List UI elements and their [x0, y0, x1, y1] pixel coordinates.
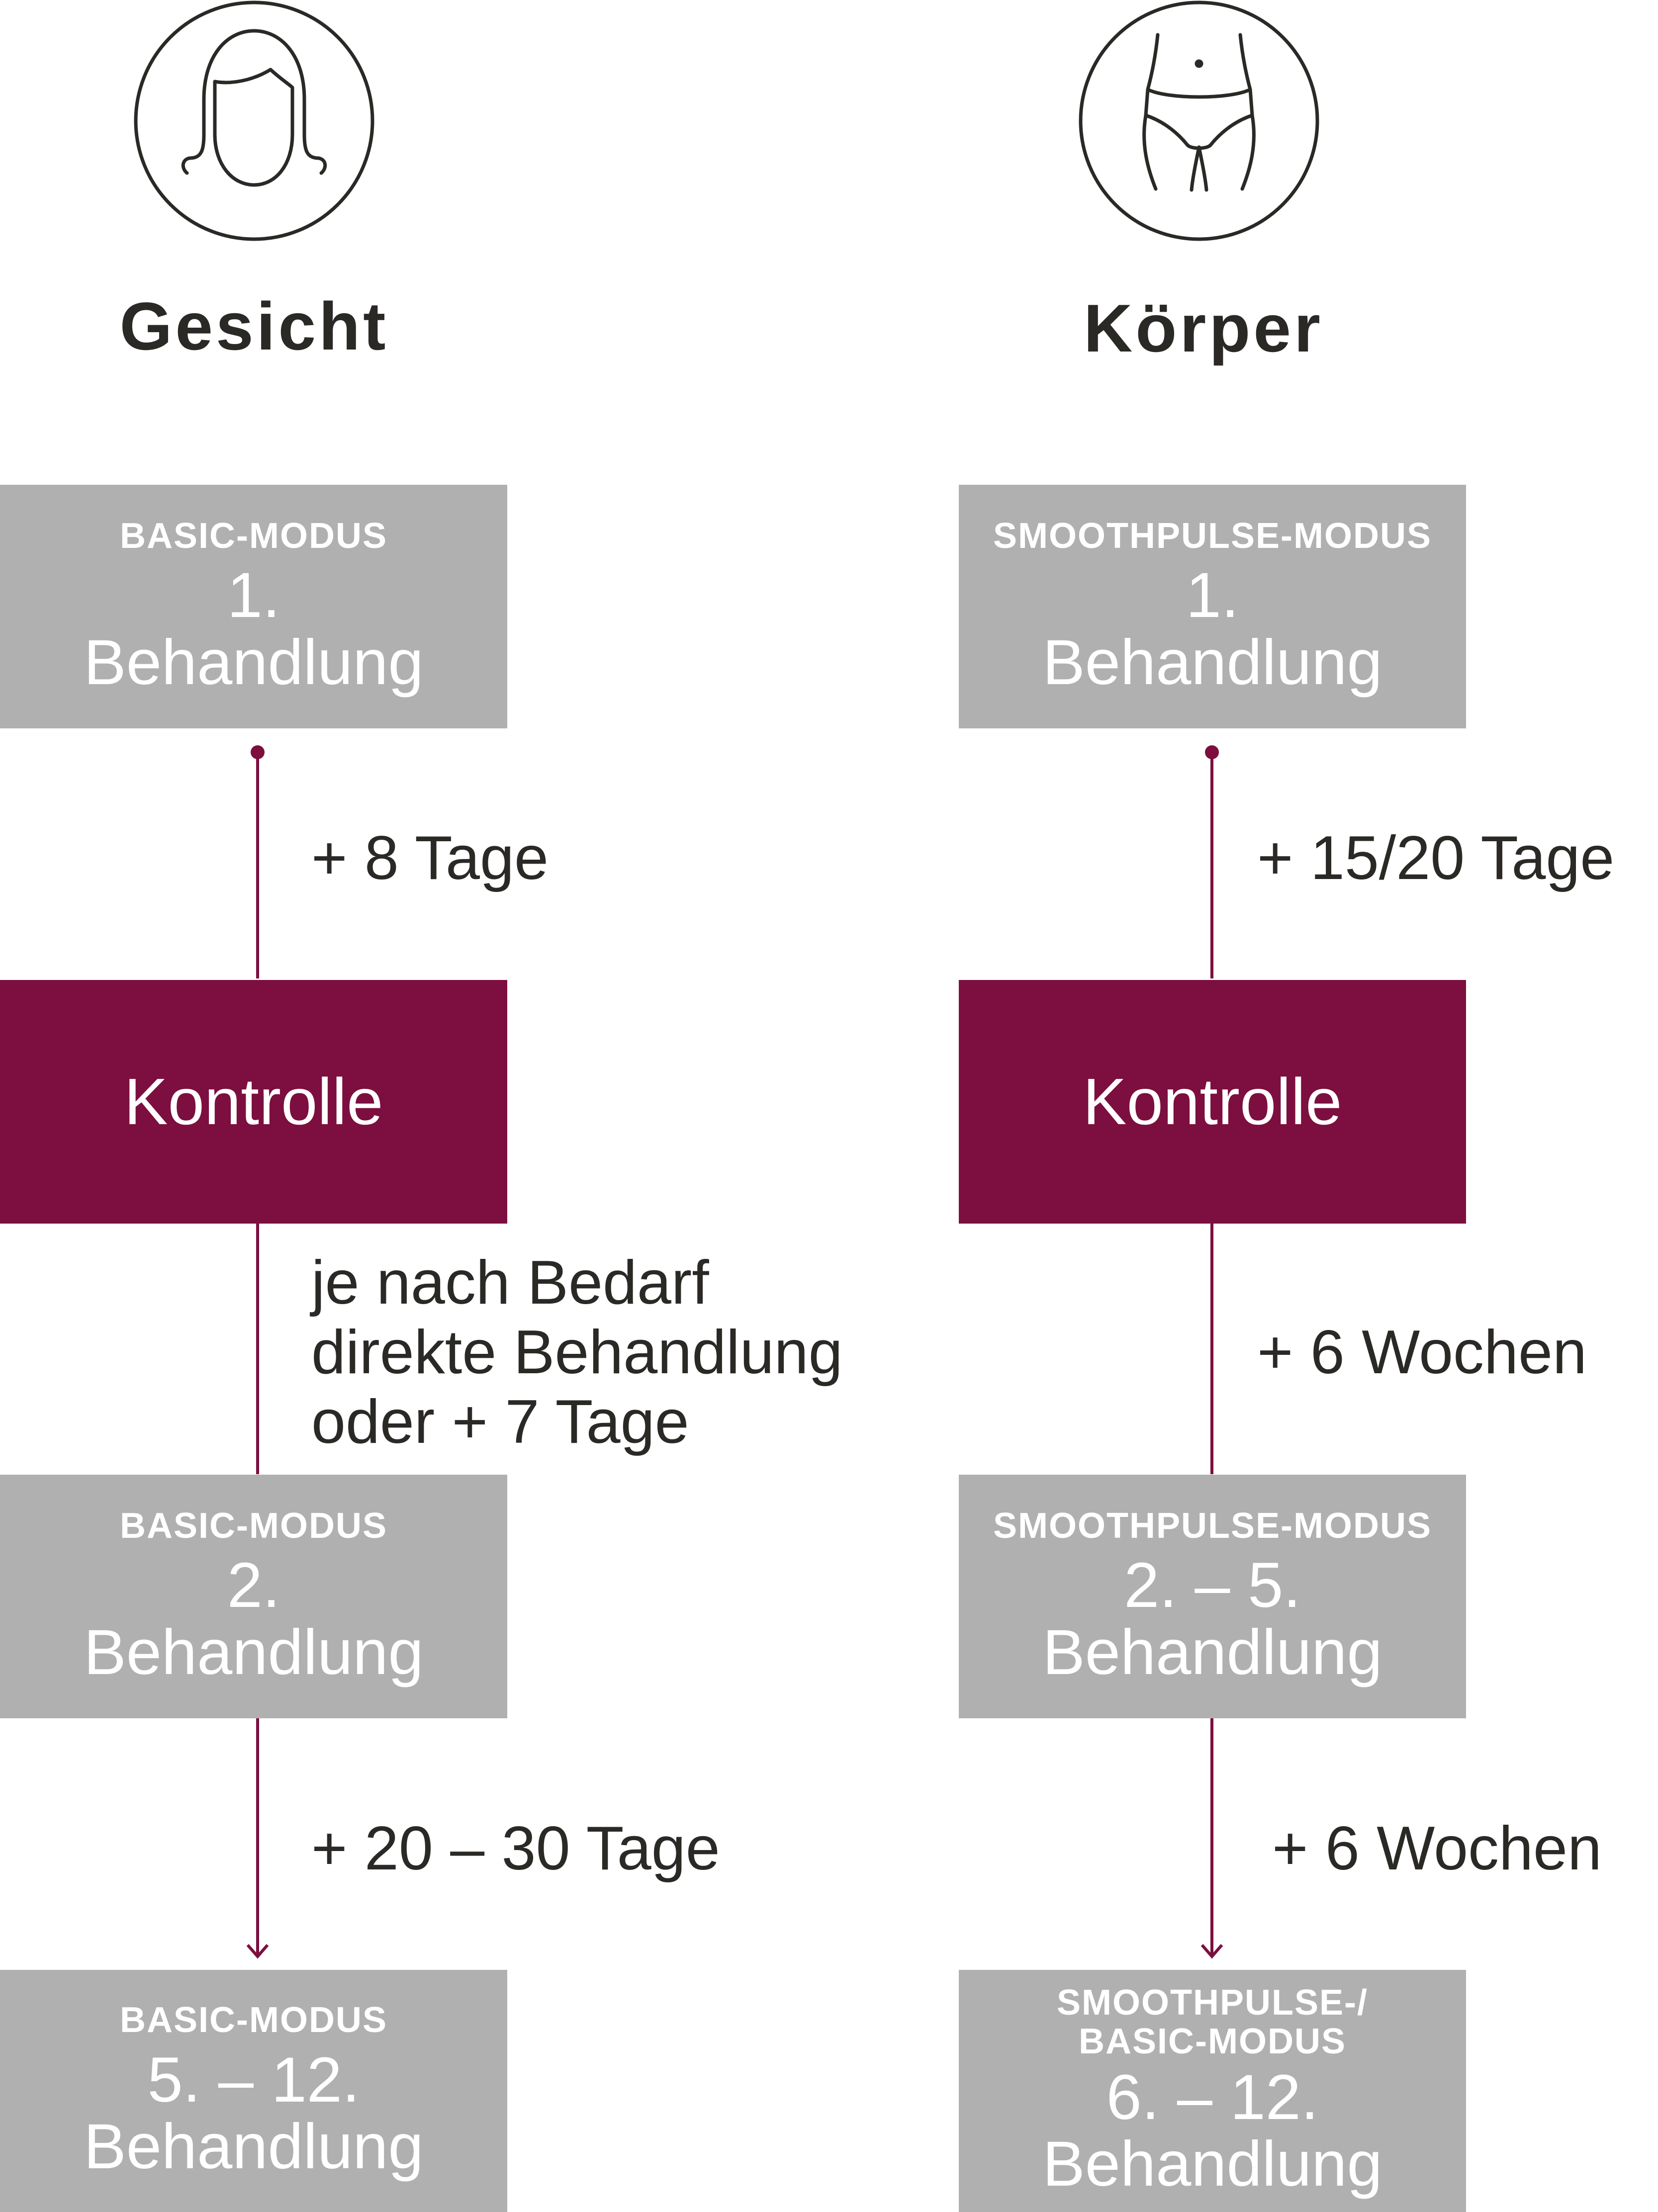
treatment-label: Behandlung	[84, 1616, 424, 1688]
treatment-number: 2.	[227, 1550, 280, 1621]
treatment-label: Behandlung	[1042, 626, 1382, 698]
mode-label: BASIC-MODUS	[120, 516, 387, 556]
interval-line: je nach Bedarf	[311, 1248, 709, 1317]
treatment-number: 1.	[227, 560, 280, 631]
treatment-label: Behandlung	[84, 2111, 424, 2183]
treatment-box-body-1: SMOOTHPULSE-MODUS 1. Behandlung	[959, 485, 1466, 728]
treatment-label: Behandlung	[84, 626, 424, 698]
interval-body-1: + 15/20 Tage	[1257, 823, 1614, 893]
treatment-number: 2. – 5.	[1124, 1550, 1301, 1621]
face-icon	[134, 0, 374, 241]
treatment-box-face-3: BASIC-MODUS 5. – 12. Behandlung	[0, 1970, 507, 2212]
start-dot-right	[1205, 745, 1219, 759]
mode-label-line-2: BASIC-MODUS	[1079, 2022, 1346, 2062]
arrowhead-right	[1200, 1944, 1223, 1959]
interval-line: + 6 Wochen	[1272, 1814, 1602, 1883]
mode-label: BASIC-MODUS	[120, 1505, 387, 1546]
interval-line: direkte Behandlung	[311, 1318, 843, 1387]
interval-line: oder + 7 Tage	[311, 1388, 689, 1457]
interval-body-2: + 6 Wochen	[1257, 1318, 1587, 1387]
interval-face-1: + 8 Tage	[311, 823, 549, 893]
control-box-body: Kontrolle	[959, 980, 1466, 1224]
interval-face-3: + 20 – 30 Tage	[311, 1814, 720, 1883]
mode-label: SMOOTHPULSE-MODUS	[993, 516, 1432, 556]
mode-label-line-1: SMOOTHPULSE-/	[1056, 1983, 1368, 2023]
column-title-face: Gesicht	[119, 288, 389, 364]
control-label: Kontrolle	[1083, 1064, 1342, 1138]
treatment-label: Behandlung	[1042, 2128, 1382, 2200]
treatment-number: 6. – 12.	[1106, 2061, 1319, 2133]
treatment-number: 1.	[1186, 560, 1239, 631]
treatment-box-body-3: SMOOTHPULSE-/ BASIC-MODUS 6. – 12. Behan…	[959, 1970, 1466, 2212]
mode-label: SMOOTHPULSE-MODUS	[993, 1505, 1432, 1546]
interval-body-3: + 6 Wochen	[1272, 1814, 1602, 1883]
treatment-box-face-1: BASIC-MODUS 1. Behandlung	[0, 485, 507, 728]
treatment-box-face-2: BASIC-MODUS 2. Behandlung	[0, 1475, 507, 1718]
interval-line: + 20 – 30 Tage	[311, 1814, 720, 1883]
interval-line: + 15/20 Tage	[1257, 824, 1615, 892]
control-label: Kontrolle	[124, 1064, 383, 1138]
control-box-face: Kontrolle	[0, 980, 507, 1224]
body-torso-icon	[1079, 0, 1319, 241]
interval-line: + 6 Wochen	[1257, 1318, 1587, 1387]
interval-line: + 8 Tage	[311, 824, 549, 892]
arrowhead-left	[246, 1944, 269, 1959]
interval-face-2: je nach Bedarf direkte Behandlung oder +…	[311, 1248, 843, 1457]
treatment-number: 5. – 12.	[147, 2044, 360, 2116]
treatment-label: Behandlung	[1042, 1616, 1382, 1688]
mode-label: BASIC-MODUS	[120, 2000, 387, 2040]
start-dot-left	[251, 745, 265, 759]
column-title-body: Körper	[1084, 290, 1323, 366]
treatment-box-body-2: SMOOTHPULSE-MODUS 2. – 5. Behandlung	[959, 1475, 1466, 1718]
